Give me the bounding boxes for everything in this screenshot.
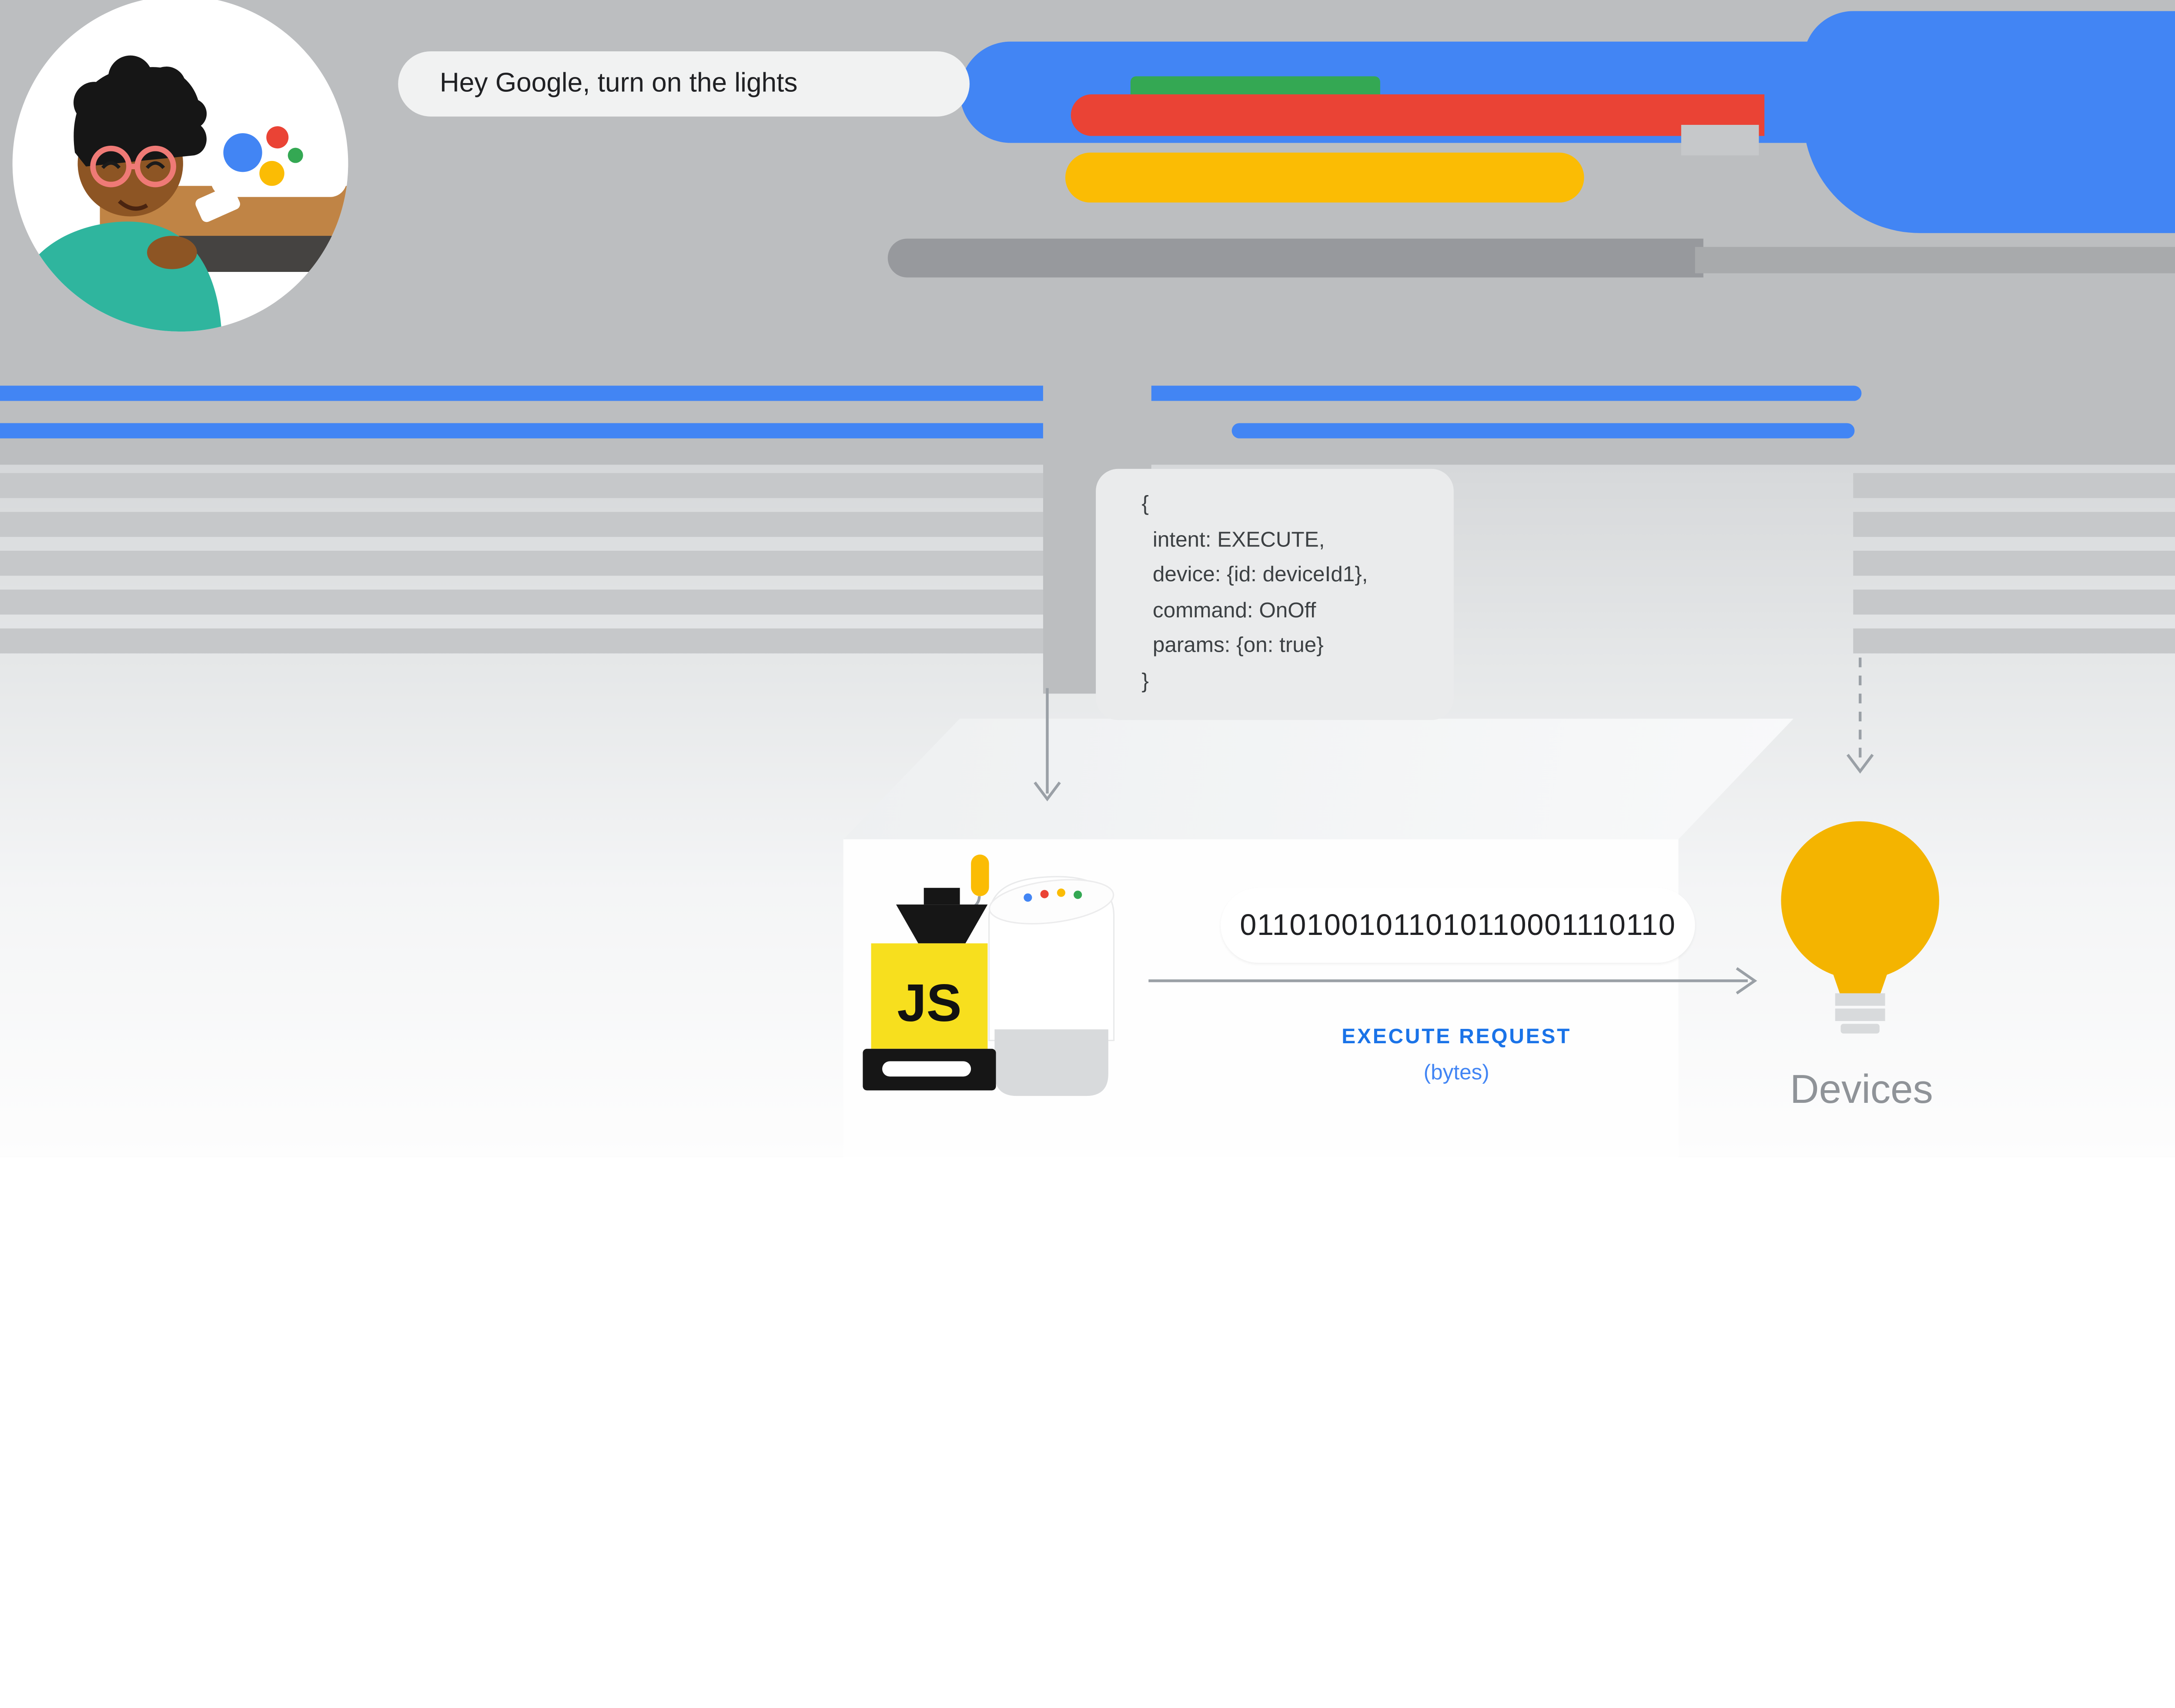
illustration-canvas: { intent: EXECUTE, device: {id: deviceId… [0,0,2175,1157]
user-utterance-bubble: Hey Google, turn on the lights [398,51,970,117]
activity-bar-red [1071,94,1765,136]
text-placeholder-line [0,550,1047,576]
code-line: { [1141,492,1149,516]
assistant-cloud-corner-shape [1803,11,2175,233]
user-utterance-text: Hey Google, turn on the lights [439,68,798,99]
dashed-arrow-down-icon [1846,657,1874,774]
text-placeholder-line [0,512,1047,537]
led-indicator [971,854,989,896]
bytes-label: (bytes) [1423,1061,1489,1085]
text-placeholder-line [1853,628,2175,653]
js-badge: JS [897,973,961,1032]
binary-payload-text: 01101001011010110001110110 [1240,908,1676,941]
funnel-shape [896,904,988,944]
execute-request-label: EXECUTE REQUEST [1342,1025,1572,1049]
muted-bar [1695,247,2175,274]
platform-top-face [843,718,1794,840]
code-line: device: {id: deviceId1}, [1152,563,1368,587]
code-line: command: OnOff [1152,598,1316,623]
speaker-base [994,1029,1108,1096]
activity-bar-gray [1681,124,1759,156]
data-stream-line [0,423,1043,439]
arrow-down-icon [1034,688,1061,802]
text-placeholder-line [0,473,1047,498]
lightbulb-icon [1781,821,1939,1034]
data-stream-line [1151,385,1862,401]
binary-payload-pill: 01101001011010110001110110 [1221,887,1695,963]
text-placeholder-line [1853,473,2175,498]
assistant-logo-icon [211,111,347,197]
google-home-icon [988,876,1115,1096]
local-app-icon: JS [863,854,996,1091]
devices-label: Devices [1790,1068,1933,1113]
intent-payload-bubble: { intent: EXECUTE, device: {id: deviceId… [1096,469,1454,720]
data-stream-line [1231,423,1855,439]
user-avatar [12,0,348,332]
arrow-right-icon [1148,967,1757,995]
data-stream-line [0,385,1043,401]
text-placeholder-line [0,628,1047,653]
code-line: params: {on: true} [1152,634,1324,658]
text-placeholder-line [0,589,1047,615]
text-placeholder-line [1853,550,2175,576]
muted-bar [887,238,1703,278]
activity-bar-yellow [1065,152,1584,203]
text-placeholder-line [1853,512,2175,537]
text-placeholder-line [1853,589,2175,615]
code-line: } [1141,669,1149,693]
code-line: intent: EXECUTE, [1152,528,1325,552]
js-badge-background [871,943,988,1049]
